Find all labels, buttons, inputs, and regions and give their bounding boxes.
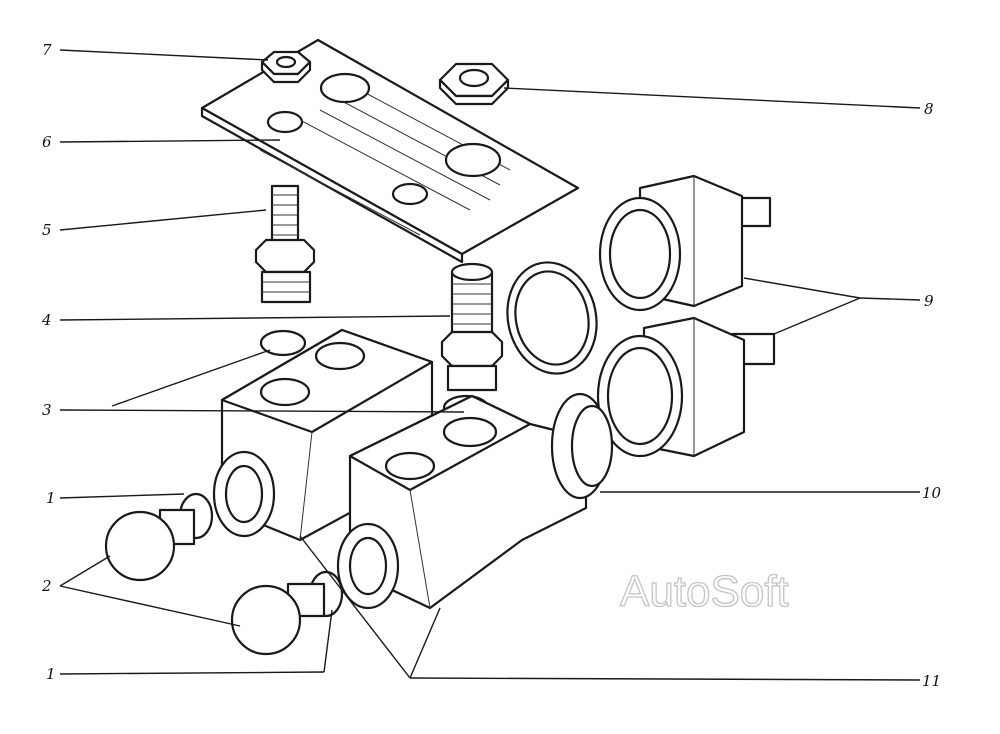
label-3: 3 bbox=[42, 401, 52, 419]
label-4: 4 bbox=[41, 311, 52, 329]
valve-body-right bbox=[336, 392, 614, 610]
callout-labels: 7 6 5 4 3 1 2 1 8 9 10 11 bbox=[41, 41, 942, 690]
threaded-union-upper bbox=[254, 184, 316, 304]
label-10: 10 bbox=[922, 484, 942, 502]
o-ring-left bbox=[259, 329, 307, 357]
label-9: 9 bbox=[924, 292, 934, 310]
label-6: 6 bbox=[42, 133, 52, 151]
threaded-union-lower bbox=[440, 262, 504, 392]
label-2: 2 bbox=[41, 577, 52, 595]
label-7: 7 bbox=[42, 41, 52, 59]
drain-plug-lower bbox=[230, 570, 344, 656]
label-11: 11 bbox=[922, 672, 941, 690]
label-5: 5 bbox=[42, 221, 52, 239]
leader-lines bbox=[59, 49, 921, 681]
watermark: AutoSoft bbox=[620, 567, 789, 616]
gasket-ring bbox=[506, 261, 598, 375]
label-1-upper: 1 bbox=[46, 489, 56, 507]
drain-plug-upper bbox=[104, 492, 214, 582]
cap-nut-upper bbox=[598, 174, 772, 312]
label-1-lower: 1 bbox=[46, 665, 56, 683]
mounting-plate bbox=[200, 38, 580, 264]
large-nut bbox=[438, 62, 510, 106]
small-nut bbox=[260, 50, 312, 84]
label-8: 8 bbox=[924, 100, 934, 118]
cap-nut-lower bbox=[596, 316, 776, 458]
